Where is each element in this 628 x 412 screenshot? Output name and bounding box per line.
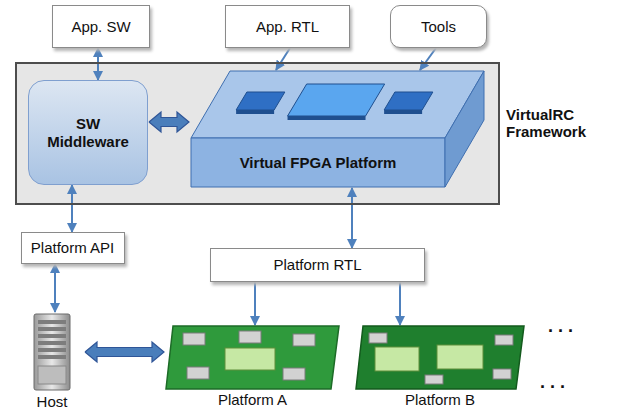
drive-slot [38,341,66,345]
tool-box: Tools [390,5,487,48]
logic-block-edge [384,110,422,114]
pcb [356,326,524,389]
continuation-dots: . . . [548,316,573,337]
chip [293,334,315,346]
chip [369,333,387,343]
chip [425,375,443,384]
block-arrow [85,342,164,362]
connector-arrow [351,188,353,248]
connector-arrow [71,185,73,232]
chip [187,367,209,379]
connector-arrow [420,48,436,70]
logic-block-edge [236,110,274,114]
document-box: App. RTL [225,5,350,48]
pcb-board [165,325,340,390]
drive-slot [38,320,66,324]
drive-slot [38,355,66,359]
drive-slot [38,327,66,331]
node-label: Virtual FPGA Platform [191,138,445,187]
fpga-board: Platform A [165,325,340,390]
document-box: App. SW [52,5,150,48]
side-face [445,71,484,187]
framework-box: VirtualRC FrameworkSW MiddlewareVirtual … [15,62,500,205]
top-face [191,71,484,138]
node-label: Platform RTL [273,256,361,273]
chip [375,347,419,371]
chip [183,333,205,345]
rtl-box: Platform RTL [210,248,425,282]
api-box: Platform API [21,232,125,264]
vent-panel [38,366,66,384]
server-icon [20,312,84,392]
node-label: Host [0,393,104,410]
continuation-dots: . . . [540,372,565,393]
chip [283,368,305,380]
pcb [166,326,339,389]
pcb-board [355,325,525,390]
block-arrow [149,112,189,132]
chip [239,331,261,343]
connector-arrow [254,282,256,325]
node-label: SW Middleware [42,115,134,150]
host-server: Host [20,312,84,392]
middleware-box: SW Middleware [28,80,148,185]
fpga-platform-block: Virtual FPGA Platform [190,70,485,188]
logic-block-edge [288,116,366,120]
chip [495,335,513,345]
chip [493,369,511,379]
node-label: Platform B [335,391,545,408]
server-case [34,314,70,390]
fpga-board: Platform B [355,325,525,390]
logic-block [236,92,285,110]
connector-arrow [399,282,401,325]
node-label: Tools [421,18,456,35]
node-label: App. SW [71,18,130,35]
node-label: VirtualRC Framework [506,106,610,141]
node-label: Platform API [31,239,114,256]
connector-arrow [276,48,290,70]
connector-arrow [97,48,99,80]
connector-arrow [54,264,56,312]
chip [225,348,275,370]
drive-slot [38,334,66,338]
drive-slot [38,348,66,352]
front-face [191,138,445,187]
framework-fill [15,62,500,205]
node-label: App. RTL [256,18,319,35]
logic-block [288,84,385,116]
chip [437,345,483,369]
node-label: Platform A [145,391,360,408]
logic-block [384,92,433,110]
